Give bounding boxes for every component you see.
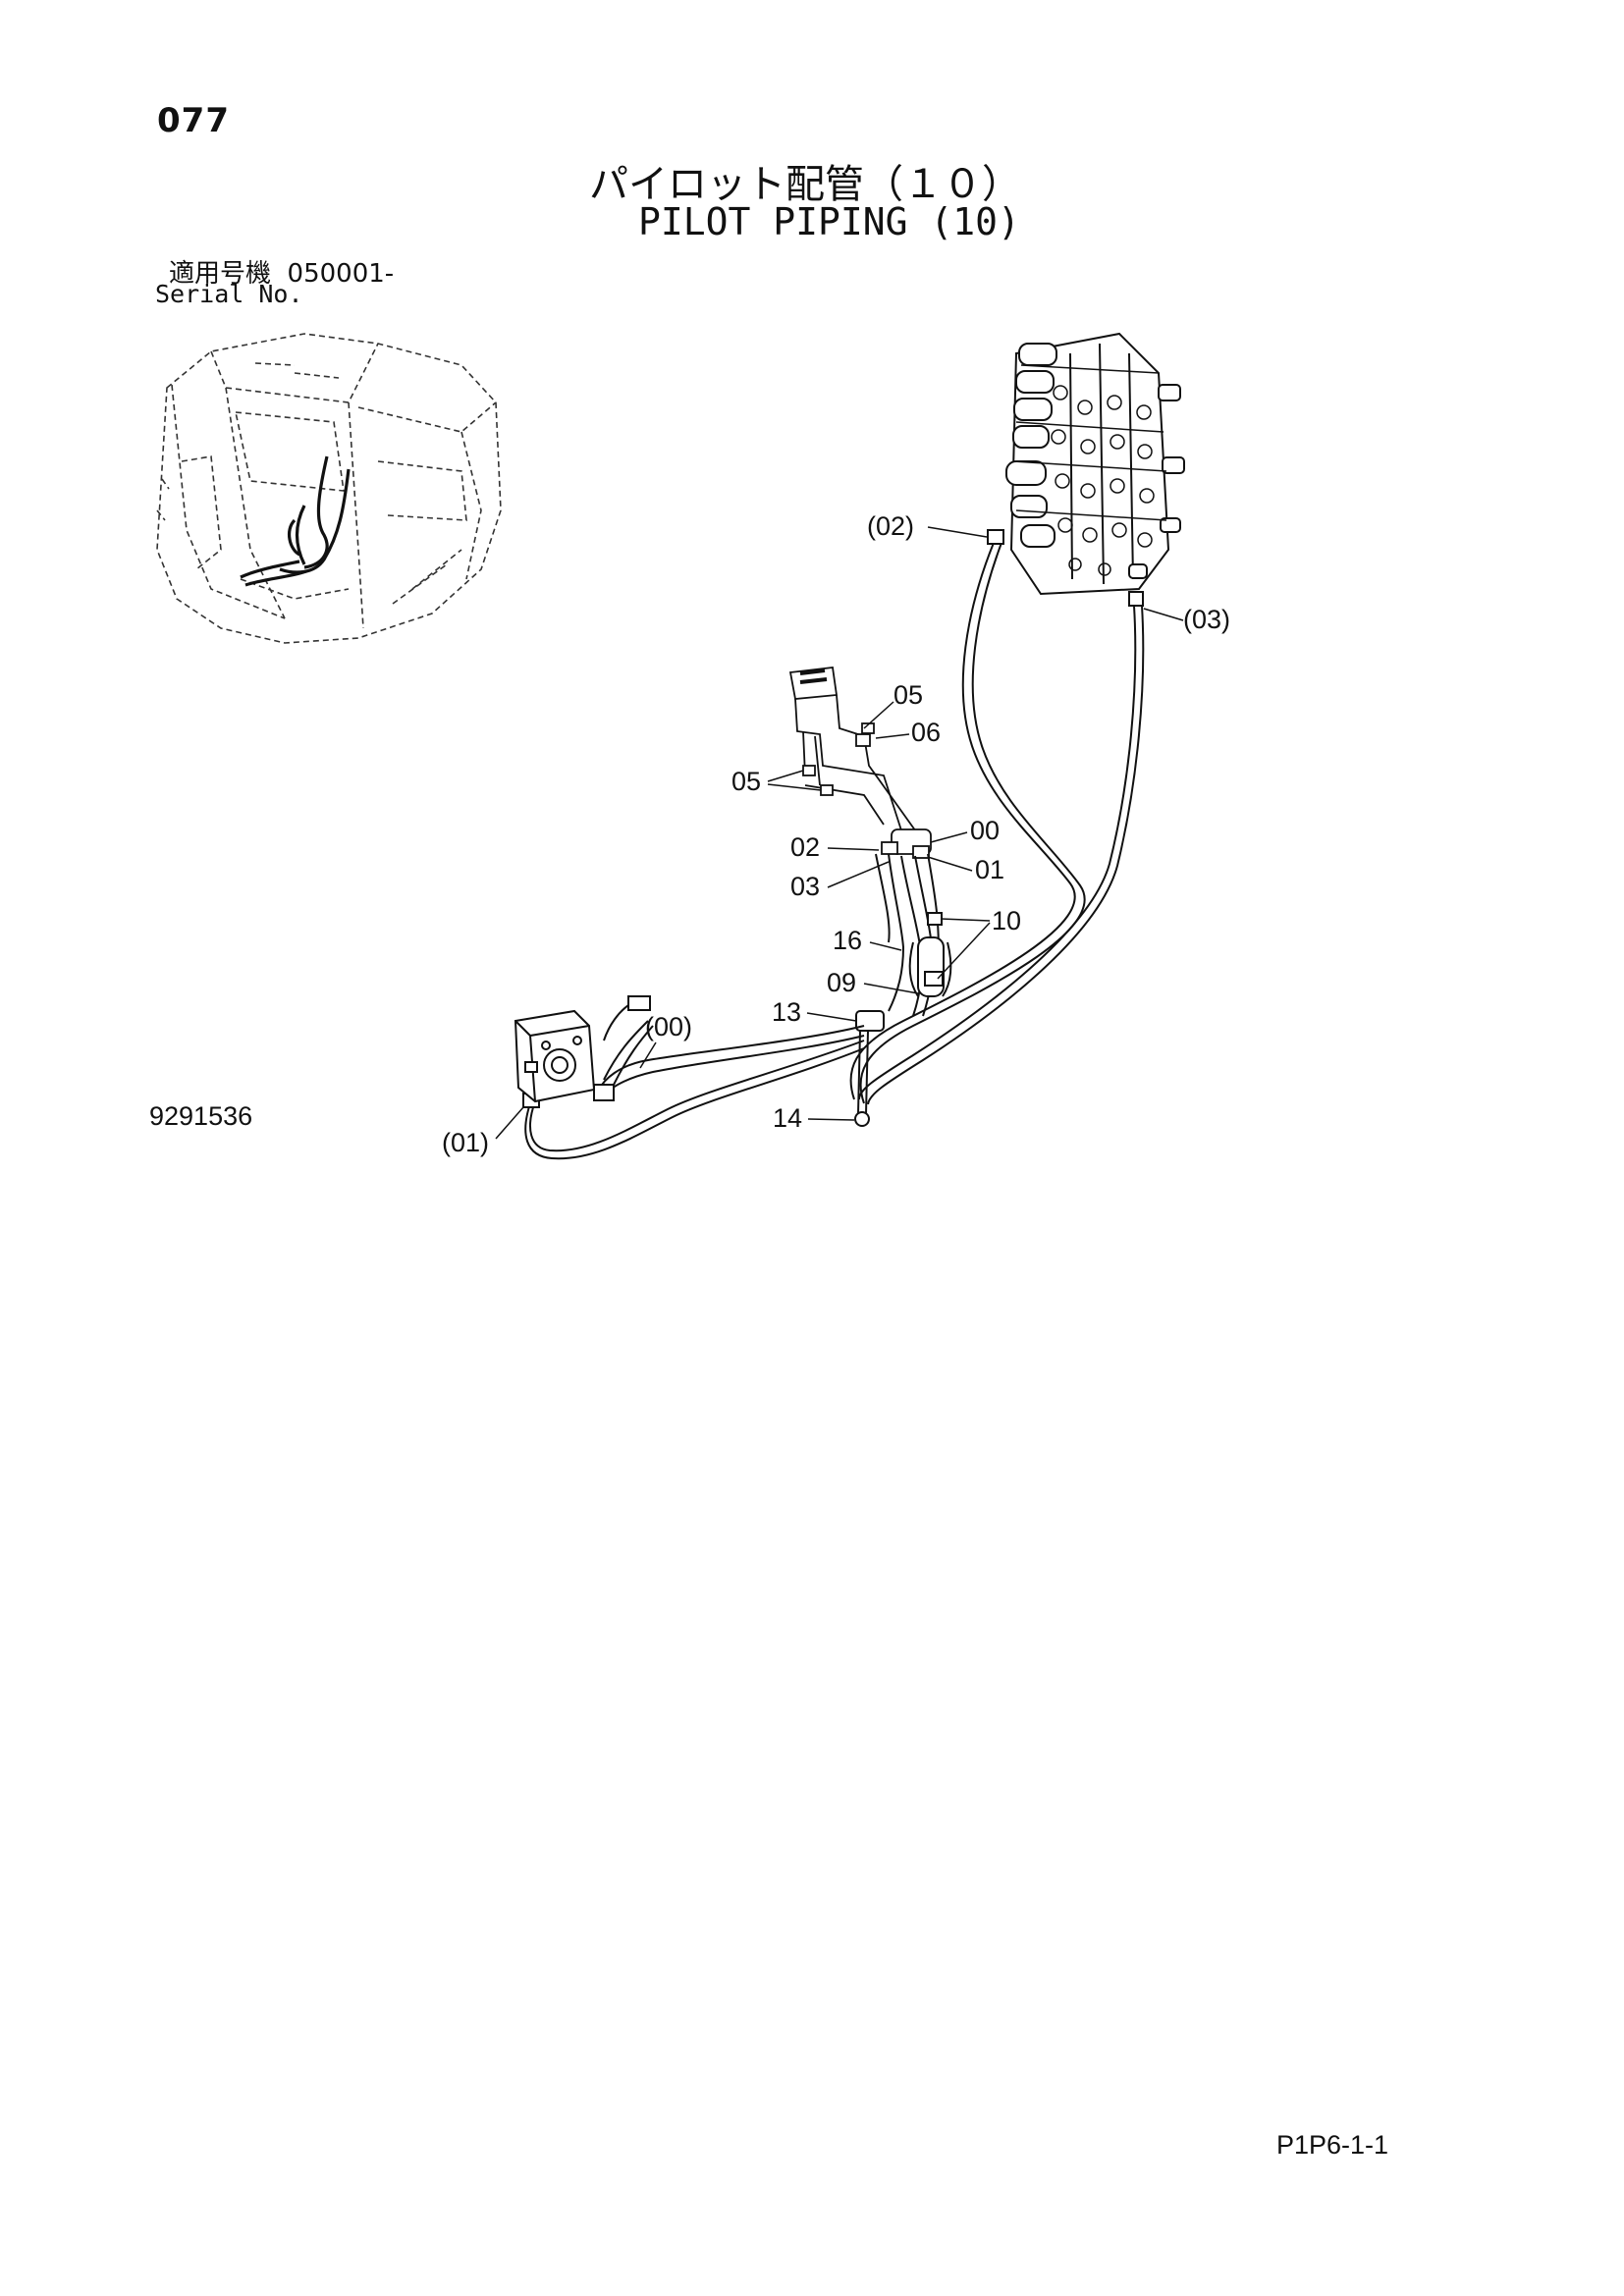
callout-p00: (00) — [639, 1012, 692, 1069]
svg-text:10: 10 — [992, 906, 1021, 935]
callout-05-upper: 05 — [863, 680, 923, 729]
callout-03: 03 — [790, 861, 890, 901]
control-valve-ports — [1012, 364, 1167, 576]
svg-text:00: 00 — [970, 816, 1000, 845]
callout-06: 06 — [875, 718, 941, 747]
serial-applicability: 適用号機 050001- — [169, 253, 394, 290]
svg-text:16: 16 — [833, 926, 862, 955]
svg-text:05: 05 — [893, 680, 923, 710]
control-valve-assembly — [1005, 332, 1185, 596]
page-number: 077 — [157, 101, 230, 140]
svg-text:02: 02 — [790, 832, 820, 862]
callout-09: 09 — [827, 968, 919, 997]
pilot-hoses — [849, 529, 1145, 1105]
svg-text:(01): (01) — [442, 1128, 489, 1157]
svg-text:13: 13 — [772, 997, 801, 1027]
svg-text:(03): (03) — [1183, 605, 1230, 634]
callout-p02: (02) — [867, 511, 988, 541]
svg-text:(02): (02) — [867, 511, 914, 541]
drawing-number: 9291536 — [149, 1101, 253, 1131]
callout-14: 14 — [773, 1103, 855, 1133]
title-japanese: パイロット配管（１０） — [589, 162, 1021, 207]
callout-p01: (01) — [442, 1106, 524, 1157]
clamp-and-bolt — [854, 1010, 885, 1127]
svg-text:06: 06 — [911, 718, 941, 747]
svg-text:14: 14 — [773, 1103, 802, 1133]
bracket-assembly — [788, 667, 932, 859]
svg-text:(00): (00) — [645, 1012, 692, 1041]
callout-05-left: 05 — [731, 767, 822, 796]
callout-16: 16 — [833, 926, 902, 955]
svg-text:05: 05 — [731, 767, 761, 796]
callout-02: 02 — [790, 832, 880, 862]
valve-block — [514, 1009, 596, 1103]
callout-00: 00 — [930, 816, 1000, 845]
svg-text:03: 03 — [790, 872, 820, 901]
inset-pipe-run — [240, 455, 351, 587]
machine-overview-inset — [156, 333, 502, 644]
hose-bundle — [875, 853, 952, 1017]
title-english: PILOT PIPING (10) — [638, 200, 1020, 243]
svg-text:09: 09 — [827, 968, 856, 997]
callout-01: 01 — [927, 855, 1004, 884]
serial-label-jp: 適用号機 — [169, 259, 272, 289]
serial-value: 050001- — [287, 259, 395, 289]
page-code: P1P6-1-1 — [1276, 2130, 1389, 2160]
callout-13: 13 — [772, 997, 857, 1027]
svg-text:01: 01 — [975, 855, 1004, 884]
callout-p03: (03) — [1143, 605, 1230, 634]
serial-label-en: Serial No. — [155, 280, 303, 308]
callout-10: 10 — [937, 906, 1021, 980]
